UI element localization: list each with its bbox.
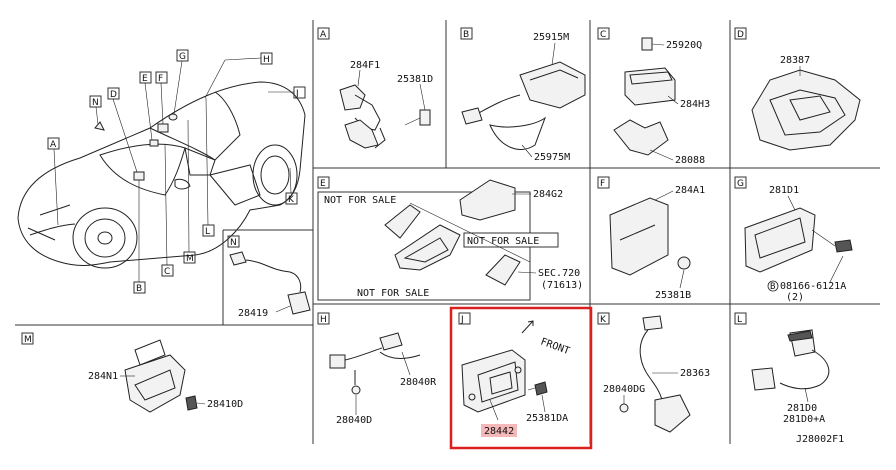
svg-text:28040D: 28040D [336, 415, 372, 426]
svg-text:G: G [737, 179, 744, 189]
callout-M: M [183, 119, 196, 264]
svg-text:284F1: 284F1 [350, 60, 380, 71]
panel-N: N 28419 [227, 235, 311, 319]
svg-text:08166-6121A: 08166-6121A [780, 281, 846, 292]
svg-text:25381B: 25381B [655, 290, 691, 301]
svg-text:281D0+A: 281D0+A [783, 414, 825, 425]
panel-A: A 284F1 25381D [317, 27, 433, 149]
svg-text:25381D: 25381D [397, 74, 433, 85]
svg-text:FRONT: FRONT [539, 336, 571, 357]
svg-text:B: B [770, 282, 775, 292]
panel-L: L 281D0 281D0+A [734, 312, 830, 425]
svg-text:K: K [288, 195, 295, 205]
svg-text:L: L [737, 315, 742, 325]
svg-text:N: N [230, 238, 237, 248]
callout-A: A [47, 137, 60, 226]
svg-text:B: B [463, 30, 469, 40]
svg-text:25915M: 25915M [533, 32, 569, 43]
panel-E: E NOT FOR SALE 284G2 NOT FOR SALE NOT FO… [317, 176, 583, 301]
callout-B: B [133, 180, 146, 294]
svg-text:NOT FOR SALE: NOT FOR SALE [467, 236, 539, 247]
panel-B: B 25915M 25975M [460, 27, 586, 163]
svg-text:28363: 28363 [680, 368, 710, 379]
callout-E: E [139, 71, 153, 141]
svg-text:J: J [295, 89, 299, 99]
svg-text:M: M [24, 335, 32, 345]
svg-text:NOT FOR SALE: NOT FOR SALE [324, 195, 396, 206]
svg-text:(71613): (71613) [541, 280, 583, 291]
svg-text:284N1: 284N1 [88, 371, 118, 382]
svg-text:28040R: 28040R [400, 377, 437, 388]
svg-text:28442: 28442 [484, 426, 514, 437]
svg-text:284G2: 284G2 [533, 189, 563, 200]
svg-text:M: M [186, 254, 194, 264]
svg-text:A: A [50, 140, 57, 150]
svg-text:D: D [110, 90, 117, 100]
svg-text:25975M: 25975M [534, 152, 570, 163]
panel-J: J FRONT 28442 25381DA [449, 306, 593, 450]
panel-G: G 281D1 B 08166-6121A (2) [734, 176, 853, 303]
svg-text:H: H [320, 315, 327, 325]
svg-text:28387: 28387 [780, 55, 810, 66]
svg-text:B: B [136, 284, 142, 294]
svg-text:28419: 28419 [238, 308, 268, 319]
svg-text:28410D: 28410D [207, 399, 243, 410]
callout-N: N [89, 95, 102, 125]
callout-J: J [268, 86, 306, 99]
svg-text:C: C [164, 267, 170, 277]
svg-text:25381DA: 25381DA [526, 413, 568, 424]
callout-K: K [285, 167, 298, 205]
callout-L: L [202, 97, 215, 237]
svg-text:28088: 28088 [675, 155, 705, 166]
svg-text:A: A [320, 30, 327, 40]
svg-text:K: K [600, 315, 607, 325]
callout-H: H [204, 52, 273, 99]
callout-F: F [155, 71, 168, 125]
panel-M: M 284N1 28410D [21, 332, 243, 413]
svg-text:NOT FOR SALE: NOT FOR SALE [357, 288, 429, 299]
part-highlight-label [481, 424, 517, 437]
callout-D: D [107, 87, 138, 173]
diagram-code: J28002F1 [796, 434, 844, 445]
svg-text:F: F [158, 74, 163, 84]
svg-text:SEC.720: SEC.720 [538, 268, 580, 279]
svg-text:(2): (2) [786, 292, 804, 303]
car-overview: A B C D E F G [17, 49, 306, 294]
svg-text:E: E [142, 74, 148, 84]
svg-text:284H3: 284H3 [680, 99, 710, 110]
svg-text:E: E [320, 179, 326, 189]
panel-C-top: C 25920Q 284H3 28088 [597, 27, 710, 166]
svg-text:G: G [179, 52, 186, 62]
svg-text:25920Q: 25920Q [666, 40, 702, 51]
svg-text:C: C [600, 30, 606, 40]
svg-text:F: F [600, 179, 605, 189]
svg-text:L: L [205, 227, 210, 237]
svg-text:28040DG: 28040DG [603, 384, 645, 395]
panel-F: F 284A1 25381B [597, 176, 705, 301]
callout-G: G [173, 49, 189, 115]
svg-text:284A1: 284A1 [675, 185, 705, 196]
panel-K: K 28040DG 28363 [597, 312, 710, 433]
svg-text:H: H [263, 55, 270, 65]
svg-text:N: N [92, 98, 99, 108]
panel-D: D 28387 [734, 27, 861, 151]
panel-H: H 28040R 28040D [317, 312, 437, 426]
svg-text:J: J [460, 315, 464, 325]
svg-text:D: D [737, 30, 744, 40]
callout-C: C [161, 144, 174, 277]
highlight-frame [449, 306, 593, 450]
svg-text:281D1: 281D1 [769, 185, 799, 196]
svg-text:281D0: 281D0 [787, 403, 817, 414]
